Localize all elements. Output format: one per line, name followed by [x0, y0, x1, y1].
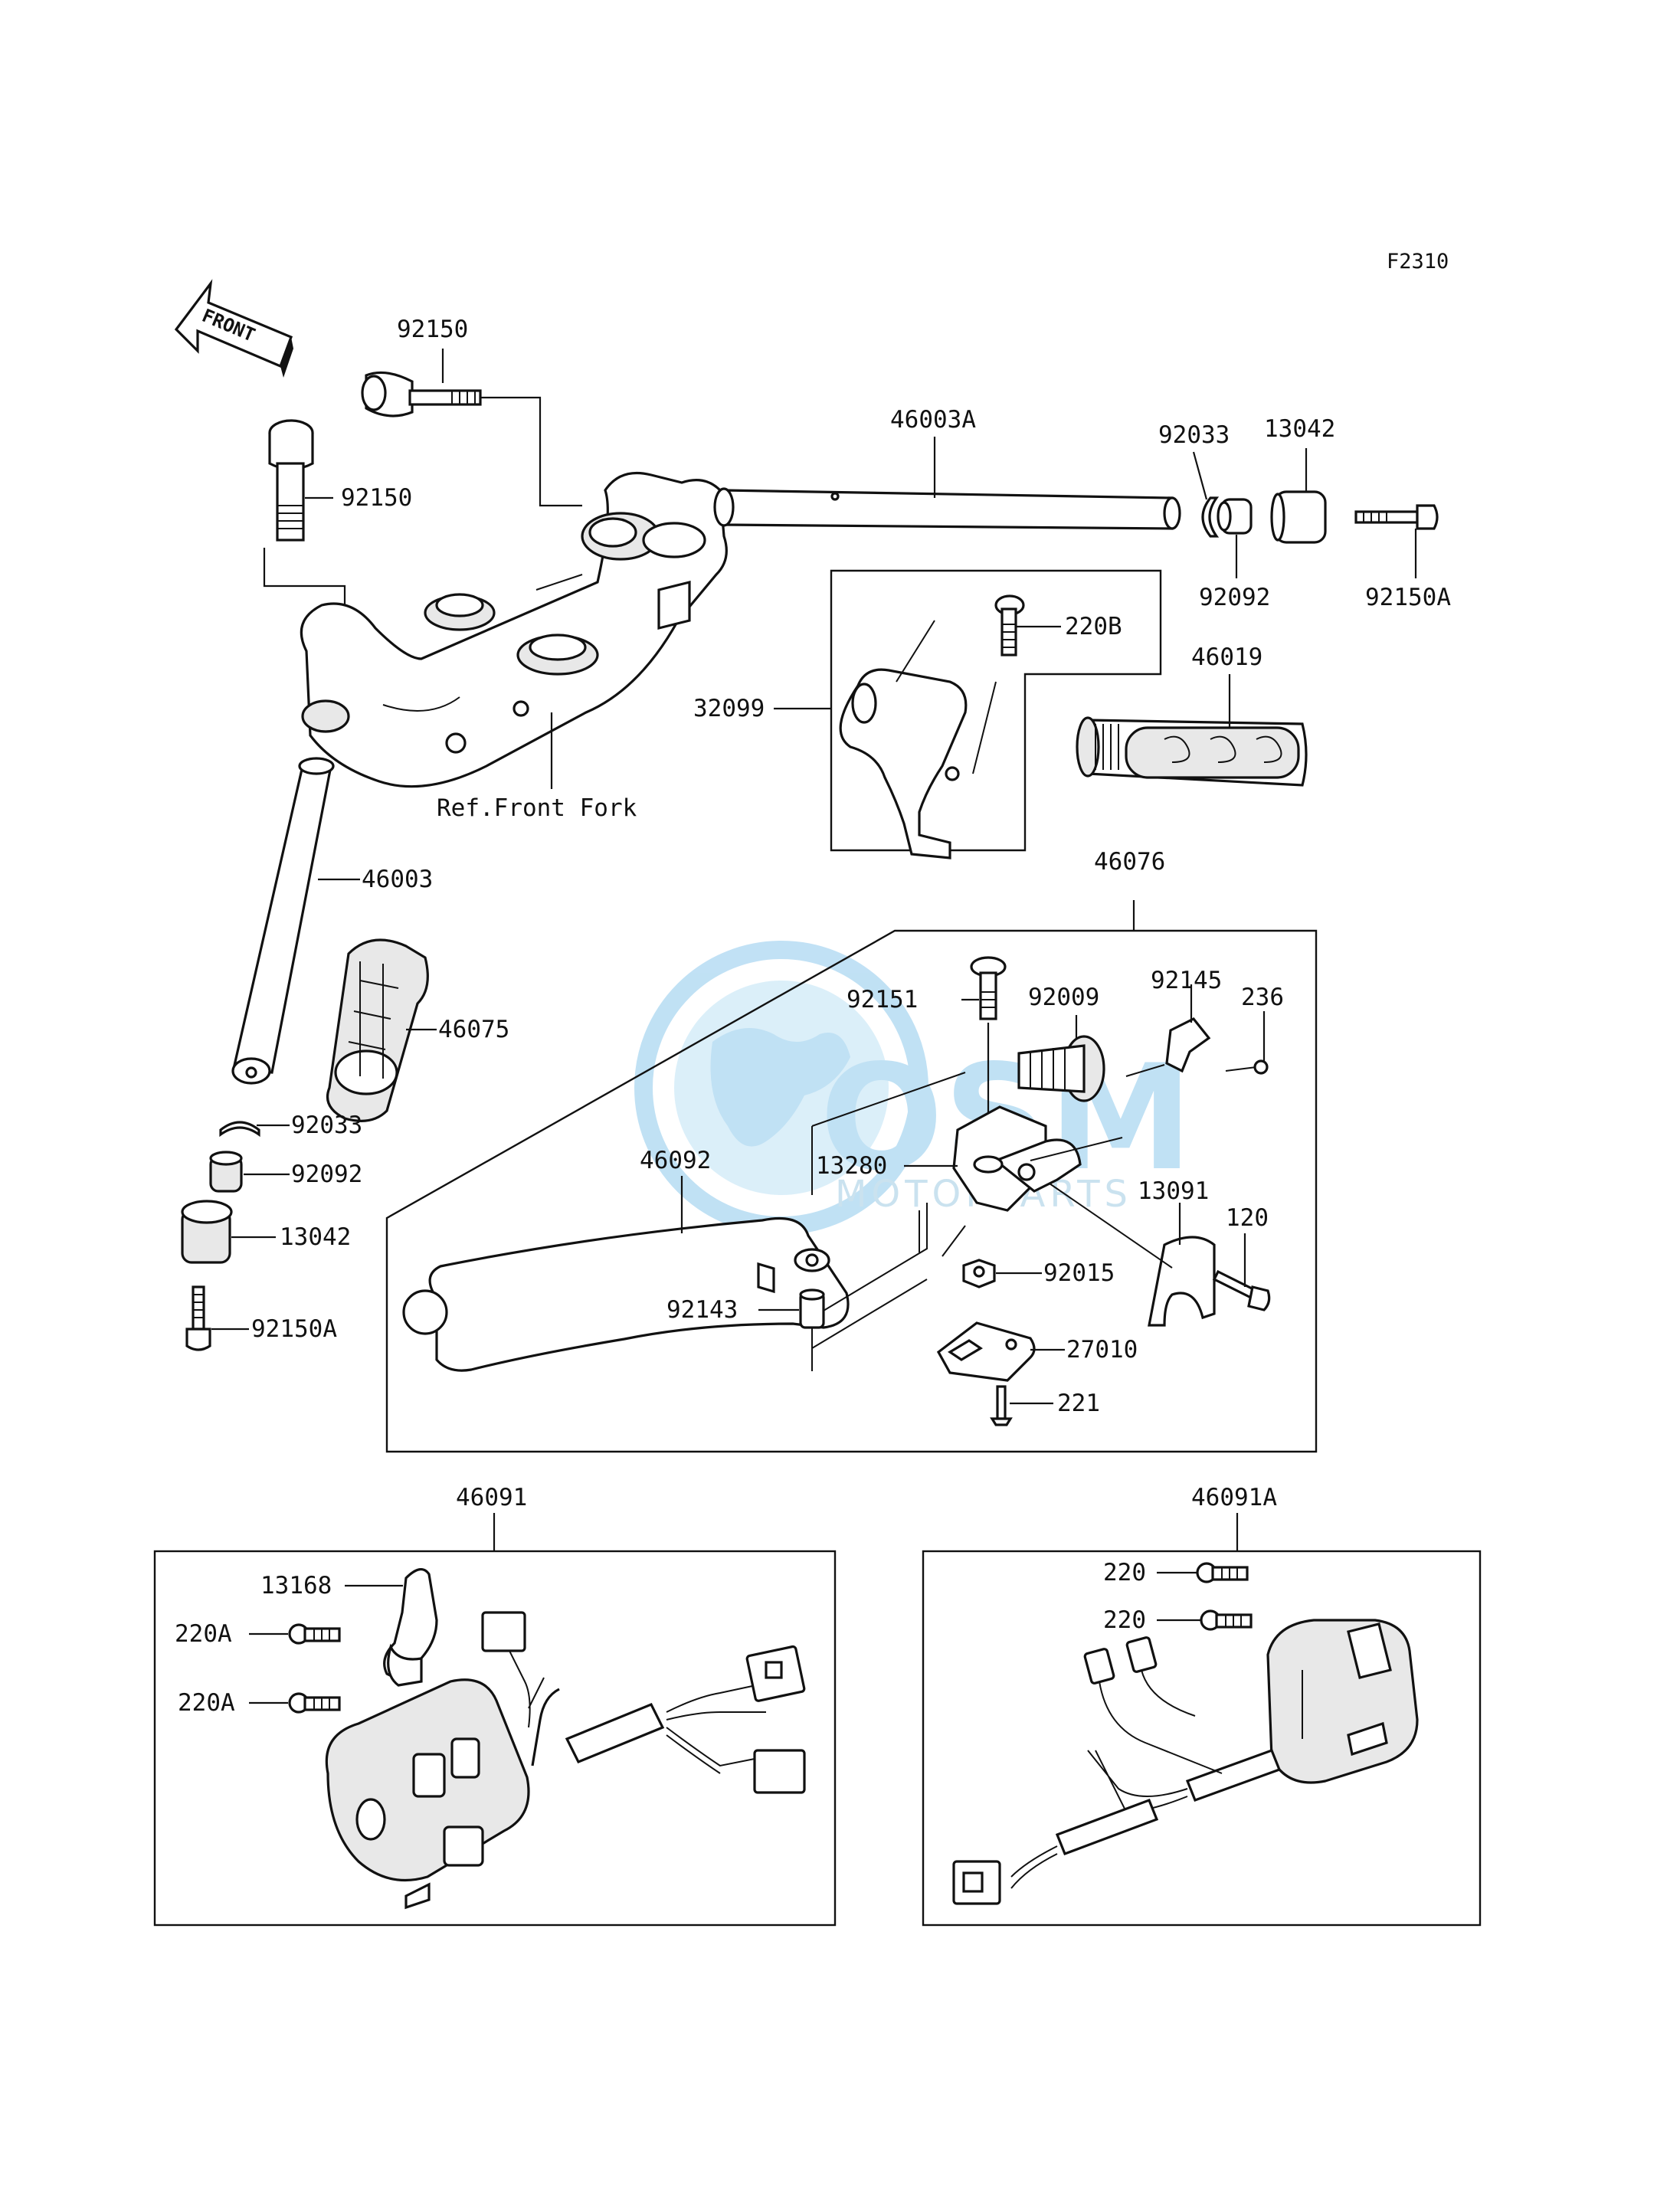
label-13042-left: 13042	[280, 1223, 351, 1251]
bolt-92150A-right	[1354, 504, 1439, 530]
label-92150A-right: 92150A	[1365, 584, 1451, 611]
label-92015: 92015	[1043, 1259, 1115, 1287]
handlebar-46003A	[713, 487, 1181, 530]
label-92009: 92009	[1028, 984, 1099, 1011]
clamp-13091	[1148, 1236, 1216, 1327]
clutch-lever-46092	[402, 1216, 850, 1372]
grip-46019	[1076, 716, 1308, 787]
grip-46075	[326, 938, 429, 1122]
spring-92145	[1125, 1017, 1211, 1077]
bolt-92150-top	[361, 371, 482, 417]
osm-watermark: OSM MOTORPARTS	[634, 941, 1193, 1235]
label-92150-top: 92150	[397, 316, 468, 343]
weight-13042-left	[181, 1200, 233, 1264]
label-236: 236	[1241, 984, 1284, 1011]
label-220A-2: 220A	[178, 1689, 235, 1717]
label-46091: 46091	[456, 1484, 527, 1511]
circlip-92033-left	[219, 1121, 260, 1138]
circlip-92033-right	[1201, 496, 1220, 538]
upper-triple-clamp	[300, 471, 728, 788]
label-92092-left: 92092	[291, 1161, 362, 1188]
pivot-bolt-92151	[970, 956, 1007, 1020]
label-32099: 32099	[693, 695, 765, 722]
cover-13168	[383, 1568, 438, 1687]
front-arrow-icon: FRONT	[174, 279, 293, 378]
weight-13042-right	[1270, 490, 1327, 544]
label-46003A: 46003A	[890, 406, 976, 434]
throttle-housing-32099	[839, 620, 997, 859]
damper-92092-right	[1217, 498, 1253, 535]
diagram-code: F2310	[1387, 250, 1449, 273]
label-46019: 46019	[1191, 643, 1262, 671]
label-120: 120	[1226, 1204, 1269, 1232]
label-13280: 13280	[816, 1152, 887, 1180]
label-92150A-left: 92150A	[251, 1315, 337, 1343]
label-ref-front-fork: Ref.Front Fork	[437, 794, 637, 822]
label-220-2: 220	[1103, 1606, 1146, 1634]
label-46003: 46003	[362, 866, 433, 893]
label-92033-right: 92033	[1158, 421, 1230, 449]
left-switch-harness	[481, 1611, 806, 1794]
label-46092: 46092	[640, 1147, 711, 1174]
collar-92143	[799, 1288, 825, 1329]
lever-holder-13280	[942, 1105, 1123, 1257]
screw-220-1	[1196, 1562, 1249, 1583]
label-220A-1: 220A	[175, 1620, 232, 1648]
label-46076: 46076	[1094, 848, 1165, 876]
bolt-120	[1212, 1269, 1271, 1311]
label-221: 221	[1057, 1390, 1100, 1417]
nut-92015	[962, 1259, 996, 1288]
switch-27010	[936, 1321, 1036, 1382]
bolt-92150-left	[268, 419, 314, 542]
assembly-guideline	[811, 1072, 966, 1371]
right-handlebar-switch	[1266, 1619, 1419, 1784]
damper-92092-left	[209, 1151, 243, 1193]
right-switch-harness	[952, 1636, 1282, 1905]
label-220-1: 220	[1103, 1559, 1146, 1586]
label-92151: 92151	[847, 986, 918, 1013]
label-220B: 220B	[1065, 613, 1122, 640]
label-46075: 46075	[438, 1016, 509, 1043]
screw-221	[990, 1385, 1013, 1426]
label-92143: 92143	[666, 1296, 738, 1324]
label-92150-left: 92150	[341, 484, 412, 512]
label-13091: 13091	[1138, 1177, 1209, 1205]
bolt-92150A-left	[185, 1285, 211, 1351]
label-46091A: 46091A	[1191, 1484, 1277, 1511]
screw-220A-1	[288, 1623, 341, 1645]
screw-220A-2	[288, 1692, 341, 1714]
label-92145: 92145	[1151, 967, 1222, 994]
handlebar-46003	[231, 757, 335, 1085]
screw-220-2	[1200, 1609, 1253, 1631]
label-92033-left: 92033	[291, 1112, 362, 1139]
left-handlebar-switch	[325, 1678, 530, 1910]
clutch-lever-box	[385, 929, 1318, 1453]
screw-220B	[994, 594, 1025, 656]
label-13168: 13168	[260, 1572, 332, 1599]
right-switch-box	[922, 1550, 1482, 1927]
adjuster-92009	[1017, 1035, 1105, 1102]
throttle-box	[830, 569, 1162, 852]
label-27010: 27010	[1066, 1336, 1138, 1364]
label-92092-right: 92092	[1199, 584, 1270, 611]
screw-236	[1225, 1059, 1269, 1075]
label-13042-right: 13042	[1264, 415, 1335, 443]
